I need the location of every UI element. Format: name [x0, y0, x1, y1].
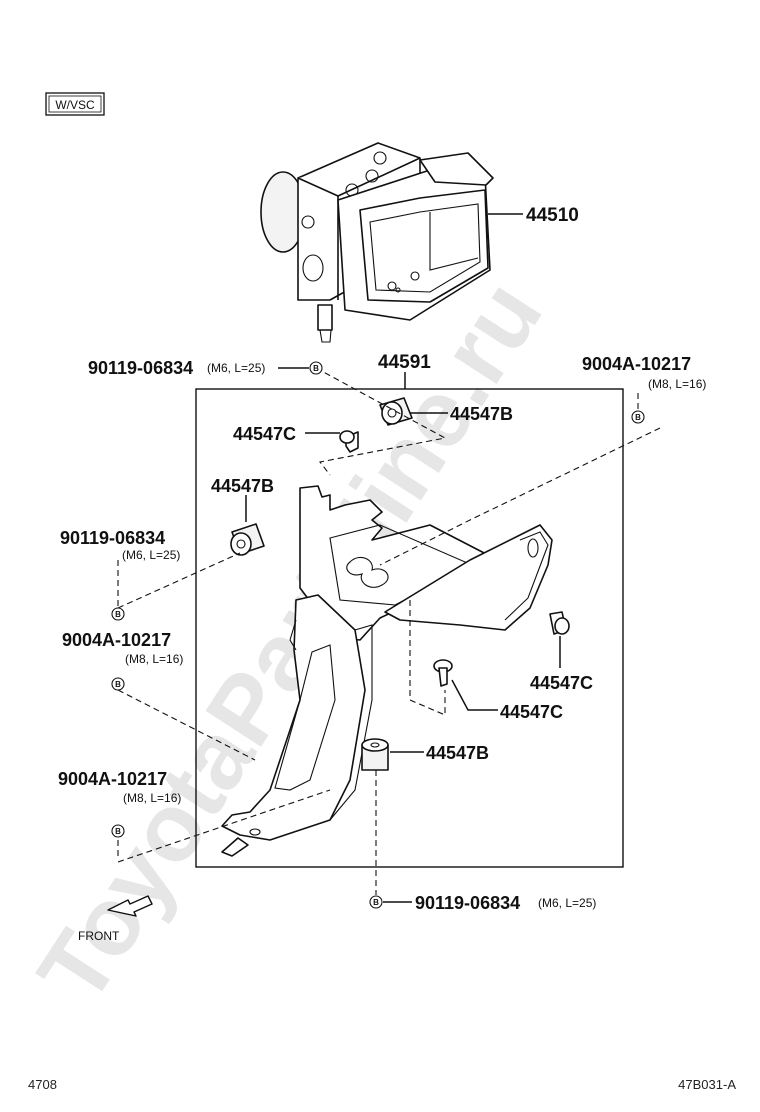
bolt-bottom-part: 90119-06834 [415, 893, 520, 913]
variant-badge-text: W/VSC [55, 98, 95, 112]
svg-text:B: B [115, 610, 121, 619]
bolt-left-2-spec: (M8, L=16) [125, 652, 183, 666]
front-arrow-icon [107, 895, 153, 917]
bolt-bottom-marker: B [369, 895, 383, 909]
collar-top-illustration [339, 430, 359, 453]
bolt-top-left-spec: (M6, L=25) [207, 361, 265, 375]
svg-text:B: B [115, 827, 121, 836]
bolt-left-2-marker: B [111, 677, 125, 691]
bolt-top-right-spec: (M8, L=16) [648, 377, 706, 391]
bolt-top-left-part: 90119-06834 [88, 358, 193, 378]
abs-actuator-illustration [260, 142, 494, 343]
bolt-left-3-spec: (M8, L=16) [123, 791, 181, 805]
actuator-bracket-illustration [221, 485, 553, 857]
label-actuator: 44510 [526, 205, 579, 226]
bolt-bottom-spec: (M6, L=25) [538, 896, 596, 910]
bolt-left-3-part: 9004A-10217 [58, 769, 167, 789]
label-cushion-bottom: 44547B [426, 743, 489, 763]
page-number: 4708 [28, 1077, 57, 1092]
svg-text:B: B [115, 680, 121, 689]
bolt-top-right-part: 9004A-10217 [582, 354, 691, 374]
collar-mid-illustration [433, 659, 453, 687]
cushion-left-illustration [230, 523, 265, 556]
bolt-top-right-marker: B [631, 410, 645, 424]
front-label: FRONT [78, 929, 120, 943]
bolt-left-1-marker: B [111, 607, 125, 621]
bolt-dashed-paths [117, 367, 661, 895]
collar-right-illustration [549, 611, 570, 635]
label-collar-top: 44547C [233, 424, 296, 444]
bolt-left-2-part: 9004A-10217 [62, 630, 171, 650]
label-cushion-top: 44547B [450, 404, 513, 424]
bolt-left-1-spec: (M6, L=25) [122, 548, 180, 562]
svg-text:B: B [635, 413, 641, 422]
bolt-left-3-marker: B [111, 824, 125, 838]
label-cushion-left: 44547B [211, 476, 274, 496]
cushion-bottom-illustration [361, 738, 389, 771]
label-bracket: 44591 [378, 352, 431, 373]
label-collar-mid: 44547C [500, 702, 563, 722]
bolt-left-1-part: 90119-06834 [60, 528, 165, 548]
variant-badge: W/VSC [45, 92, 105, 116]
svg-text:B: B [373, 898, 379, 907]
label-collar-right: 44547C [530, 673, 593, 693]
bracket-group-frame [195, 388, 624, 868]
diagram-code: 47B031-A [678, 1077, 736, 1092]
svg-text:B: B [313, 364, 319, 373]
bolt-top-left-marker: B [309, 361, 323, 375]
leader-collar-mid [451, 679, 498, 711]
